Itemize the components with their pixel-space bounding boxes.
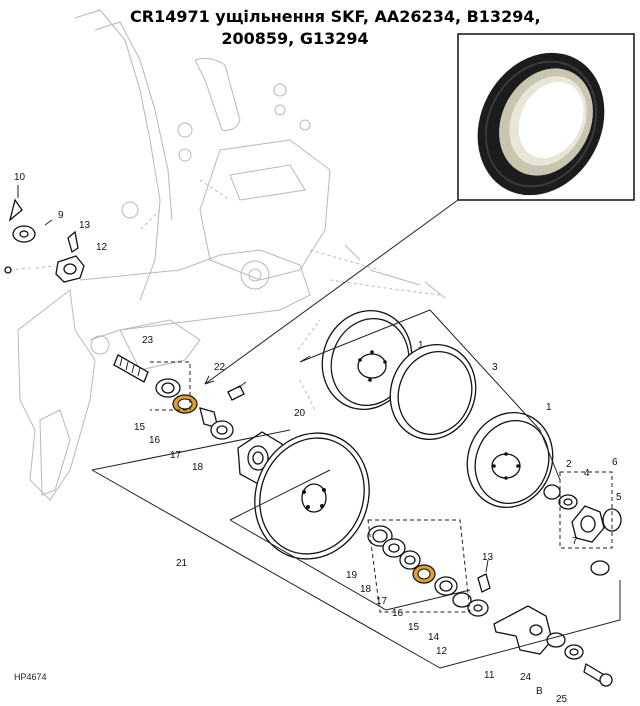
wheel-assembly-top [297, 310, 477, 440]
callout-13-lower: 13 [482, 552, 494, 563]
title-line-2: 200859, G13294 [221, 29, 369, 48]
left-bearing-stack [113, 354, 285, 487]
lower-bearing-stack [367, 519, 491, 617]
callout-5: 5 [616, 492, 622, 503]
callout-3: 3 [492, 362, 498, 373]
callout-19: 19 [346, 570, 358, 581]
callout-b: B [536, 686, 543, 697]
callout-20: 20 [294, 408, 306, 419]
callout-25: 25 [556, 694, 568, 705]
callout-6: 6 [612, 457, 618, 468]
inset-leader-arrow [204, 375, 215, 385]
assembly-brackets [91, 309, 621, 669]
title-line-1: CR14971 ущільнення SKF, AA26234, B13294, [130, 7, 541, 26]
callout-18-lower: 18 [360, 584, 372, 595]
disc-20 [254, 432, 370, 560]
callout-labels: 10 9 13 12 23 22 15 16 17 18 20 1 3 1 2 … [14, 172, 622, 705]
callout-2: 2 [566, 459, 572, 470]
callout-17: 17 [170, 450, 182, 461]
callout-16-lower: 16 [392, 608, 404, 619]
page-title: CR14971 ущільнення SKF, AA26234, B13294,… [130, 6, 541, 50]
callout-1-right: 1 [546, 402, 552, 413]
inset-leader-line [204, 199, 459, 385]
callout-22: 22 [214, 362, 226, 373]
background-linkage [17, 9, 446, 501]
callout-7: 7 [572, 536, 578, 547]
callout-16: 16 [149, 435, 161, 446]
arm-and-bolt [493, 605, 613, 687]
callout-21: 21 [176, 558, 188, 569]
wheel-assembly-right [466, 412, 622, 576]
callout-15: 15 [134, 422, 146, 433]
callout-4: 4 [584, 468, 590, 479]
callout-15-lower: 15 [408, 622, 420, 633]
callout-11: 11 [484, 670, 495, 681]
seal-photo-inset [457, 33, 635, 201]
callout-9: 9 [58, 210, 64, 221]
callout-24: 24 [520, 672, 532, 683]
callout-10: 10 [14, 172, 26, 183]
callout-1-top: 1 [418, 340, 424, 351]
callout-12-lower: 12 [436, 646, 448, 657]
upper-small-parts [4, 185, 85, 283]
callout-23: 23 [142, 335, 154, 346]
figure-code: HP4674 [14, 672, 47, 682]
callout-12: 12 [96, 242, 108, 253]
callout-13: 13 [79, 220, 91, 231]
callout-17-lower: 17 [376, 596, 388, 607]
callout-14: 14 [428, 632, 440, 643]
callout-18: 18 [192, 462, 204, 473]
